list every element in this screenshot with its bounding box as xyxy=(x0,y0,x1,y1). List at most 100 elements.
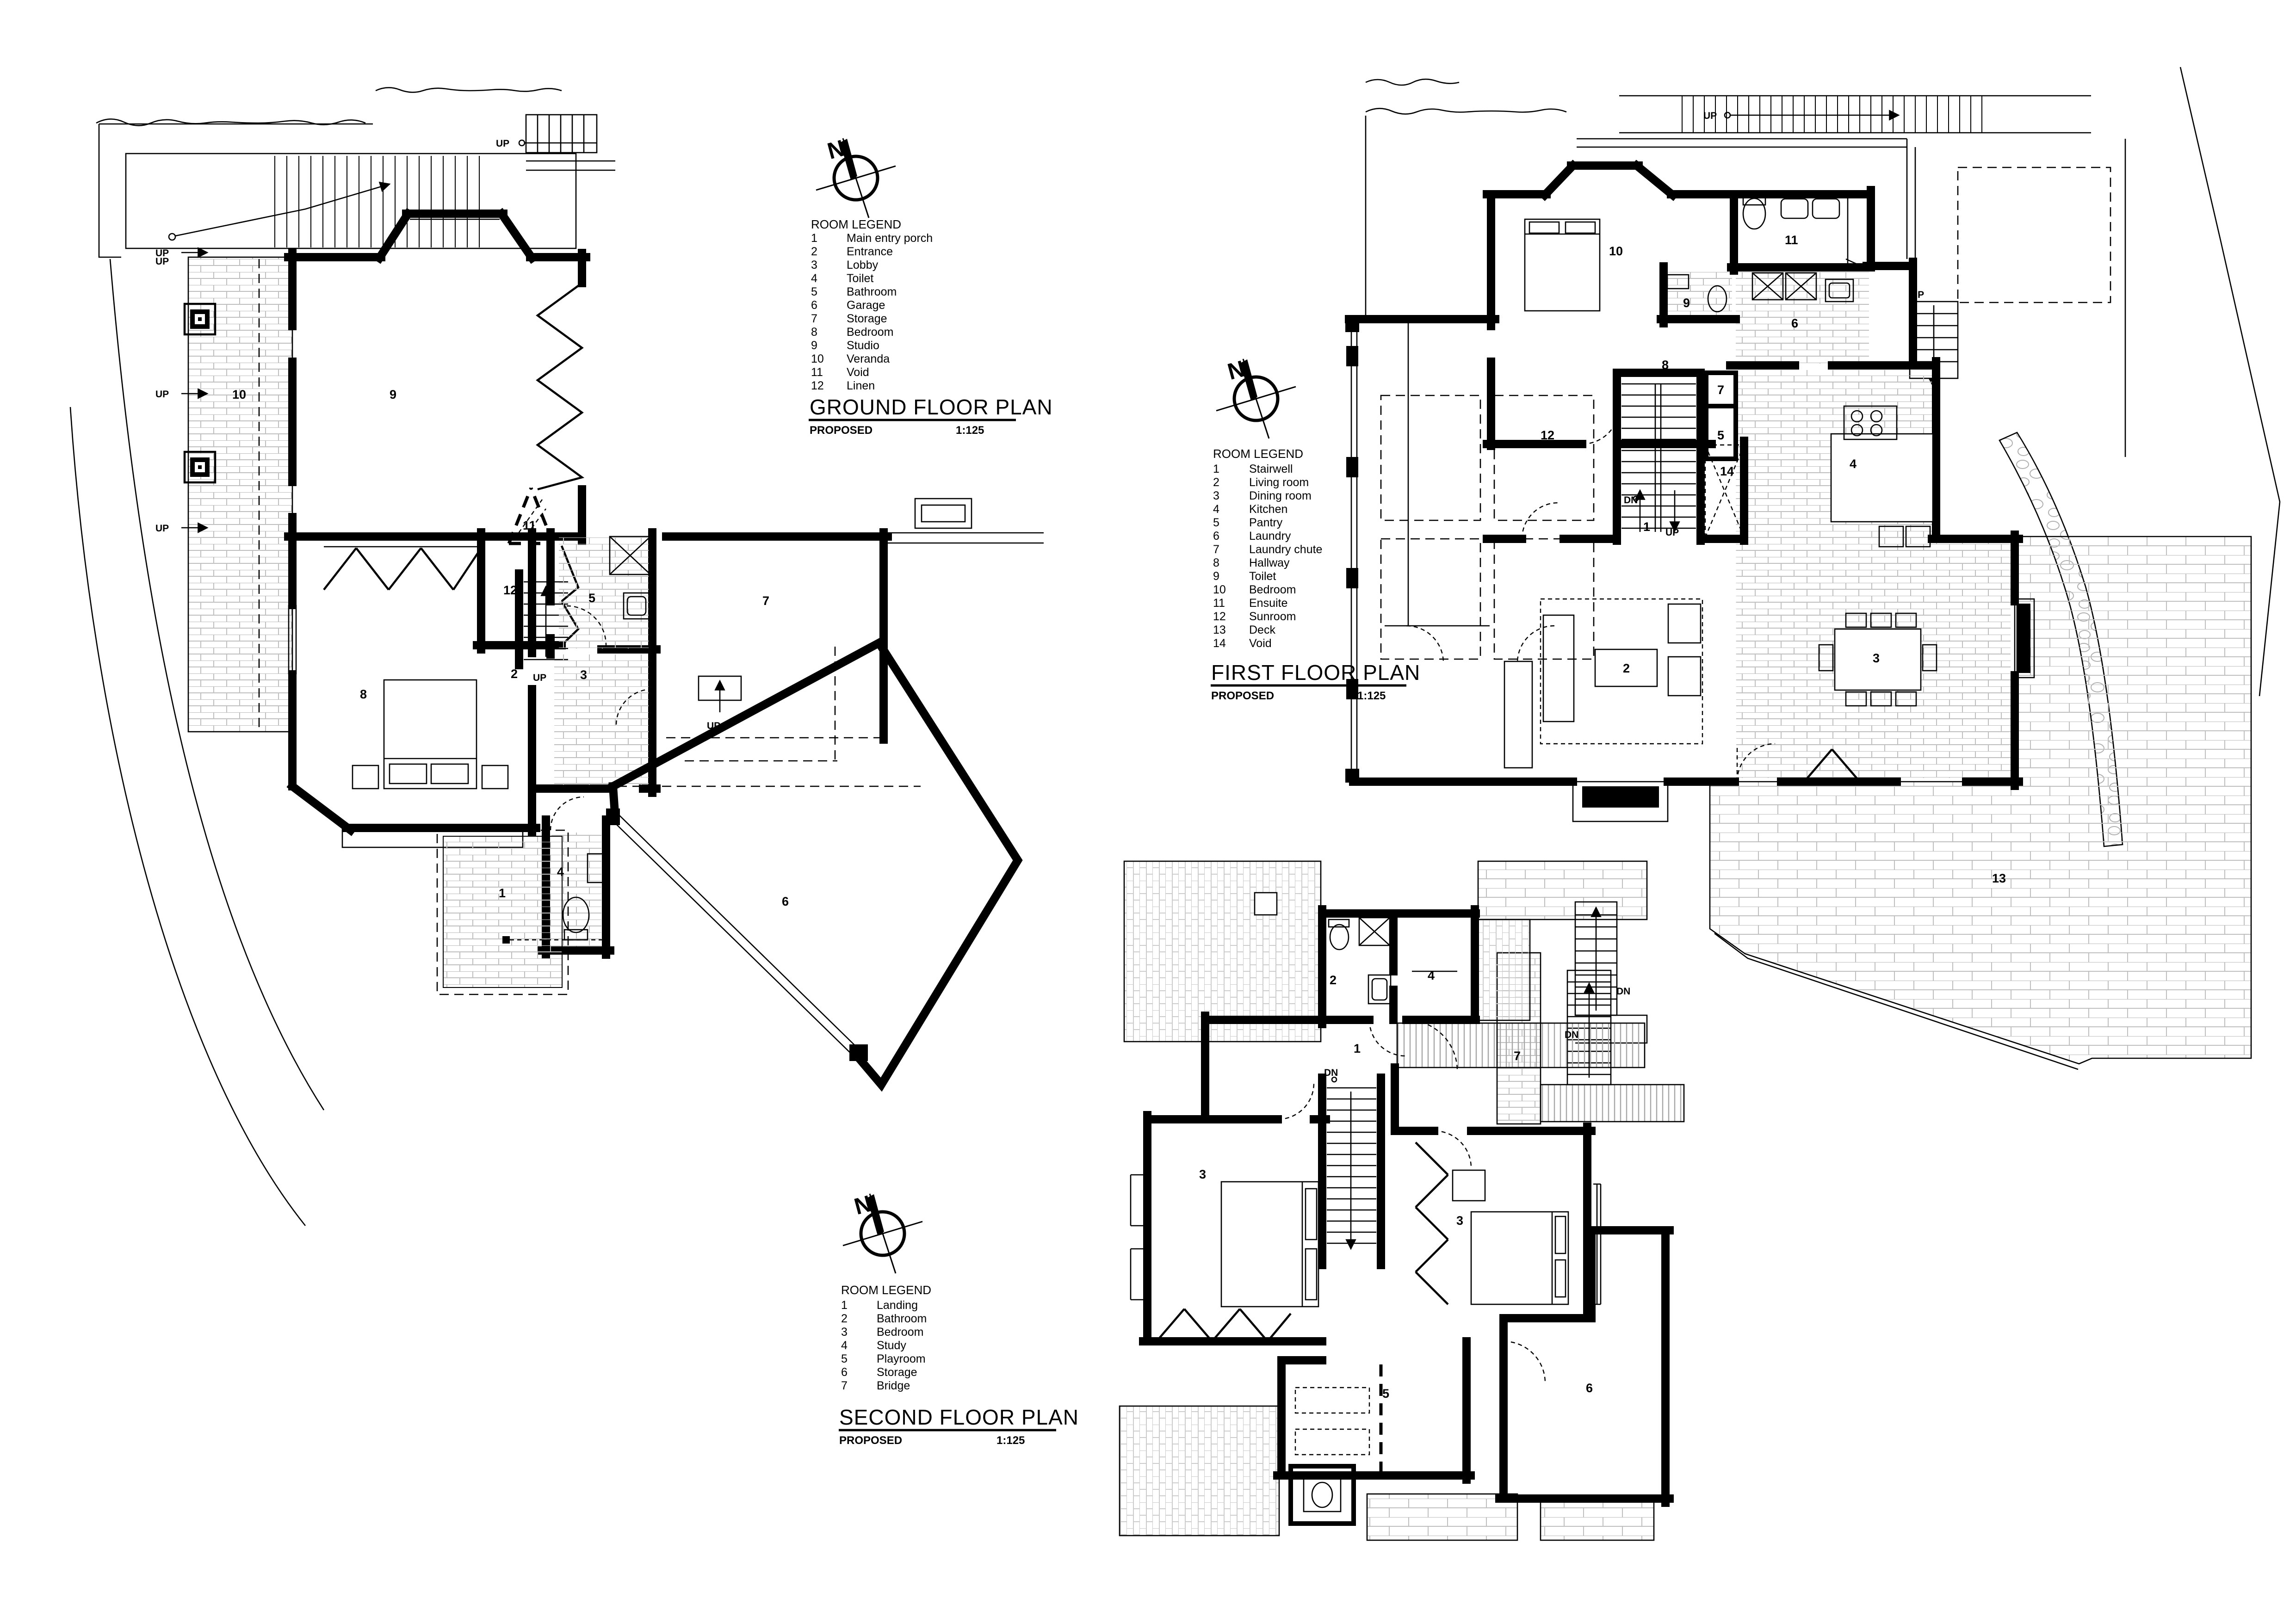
svg-text:10: 10 xyxy=(1213,583,1226,596)
svg-text:Void: Void xyxy=(847,366,869,379)
toilet-tiles xyxy=(1665,272,1732,317)
room-number-chute: 7 xyxy=(1717,383,1724,397)
bed xyxy=(1220,1181,1319,1308)
bed xyxy=(352,679,509,790)
toilet-fixtures xyxy=(1666,274,1727,313)
room-number-living: 2 xyxy=(1623,661,1630,675)
svg-text:2: 2 xyxy=(841,1312,848,1325)
legend-title: ROOM LEGEND xyxy=(811,217,901,231)
svg-text:7: 7 xyxy=(1213,543,1219,556)
room-number-bedroom-left: 3 xyxy=(1199,1167,1206,1181)
room-number-entrance: 2 xyxy=(511,667,518,681)
svg-text:Veranda: Veranda xyxy=(847,352,890,365)
up-label: UP xyxy=(533,673,546,683)
svg-text:1: 1 xyxy=(1213,463,1219,475)
plan-title: FIRST FLOOR PLAN xyxy=(1211,660,1420,685)
room-number-stairwell: 1 xyxy=(1643,520,1650,534)
up-label: UP xyxy=(1665,527,1679,538)
room-number-void: 14 xyxy=(1720,464,1734,478)
svg-text:7: 7 xyxy=(811,312,817,325)
svg-text:12: 12 xyxy=(811,379,824,392)
svg-text:4: 4 xyxy=(841,1339,848,1352)
room-number-pantry: 5 xyxy=(1717,428,1724,442)
plan-status: PROPOSED xyxy=(810,424,873,437)
svg-text:UP: UP xyxy=(155,389,169,400)
room-number-laundry: 6 xyxy=(1791,316,1798,330)
room-number-kitchen: 4 xyxy=(1850,457,1857,471)
svg-text:10: 10 xyxy=(811,352,824,365)
svg-text:Living room: Living room xyxy=(1249,476,1309,489)
room-number-ensuite: 11 xyxy=(1785,233,1798,247)
svg-text:Bathroom: Bathroom xyxy=(877,1312,927,1325)
second-walls xyxy=(1130,905,1674,1526)
svg-text:Entrance: Entrance xyxy=(847,245,893,258)
first-walls: DN xyxy=(1345,160,2035,1125)
north-arrow: N xyxy=(816,135,896,218)
deck xyxy=(1709,536,2252,1070)
svg-text:Garage: Garage xyxy=(847,299,885,312)
svg-text:12: 12 xyxy=(1213,610,1226,623)
room-number-bridge: 7 xyxy=(1514,1049,1521,1063)
room-number-linen: 12 xyxy=(503,583,517,597)
bathroom-fixtures xyxy=(1328,917,1392,1005)
legend-title: ROOM LEGEND xyxy=(841,1283,931,1297)
svg-text:8: 8 xyxy=(811,326,817,339)
bridge: DN xyxy=(1396,1022,1646,1068)
ground-floor-plan: UP UP UP UP UP xyxy=(69,87,1052,1226)
svg-text:Lobby: Lobby xyxy=(847,259,879,272)
room-number-void: 11 xyxy=(523,518,536,532)
svg-text:6: 6 xyxy=(1213,530,1219,543)
site-stair-treads xyxy=(274,156,480,247)
room-number-landing: 1 xyxy=(1354,1042,1361,1055)
laundry-fixtures xyxy=(1751,272,1854,302)
svg-text:2: 2 xyxy=(1213,476,1219,489)
svg-text:Ensuite: Ensuite xyxy=(1249,597,1287,610)
down-label: DN xyxy=(1565,1030,1578,1040)
room-number-playroom: 5 xyxy=(1382,1387,1389,1401)
second-roof-areas xyxy=(1119,860,1655,1541)
svg-text:2: 2 xyxy=(811,245,817,258)
room-number-porch: 1 xyxy=(499,886,506,900)
up-label: UP xyxy=(155,256,169,267)
svg-text:7: 7 xyxy=(841,1379,848,1392)
svg-text:Storage: Storage xyxy=(877,1366,917,1379)
down-label: DN xyxy=(1624,495,1638,506)
svg-text:3: 3 xyxy=(841,1326,848,1339)
plan-title: SECOND FLOOR PLAN xyxy=(839,1405,1079,1429)
svg-text:Laundry: Laundry xyxy=(1249,530,1291,543)
svg-text:Stairwell: Stairwell xyxy=(1249,463,1293,475)
shower xyxy=(609,536,651,575)
plan-scale: 1:125 xyxy=(1357,690,1386,702)
svg-text:Void: Void xyxy=(1249,637,1272,650)
sink xyxy=(623,592,650,620)
svg-text:1: 1 xyxy=(811,232,817,245)
north-arrow: N xyxy=(843,1191,922,1273)
svg-text:Bedroom: Bedroom xyxy=(877,1326,923,1339)
ground-site-lines: UP UP xyxy=(69,87,615,1226)
svg-text:11: 11 xyxy=(811,366,823,379)
room-number-toilet: 4 xyxy=(557,865,564,879)
first-floor-plan: UP UP xyxy=(1211,67,2281,1125)
svg-text:Study: Study xyxy=(877,1339,906,1352)
plan-status: PROPOSED xyxy=(839,1434,902,1447)
svg-text:Dining room: Dining room xyxy=(1249,489,1312,502)
svg-text:8: 8 xyxy=(1213,556,1219,569)
svg-text:13: 13 xyxy=(1213,623,1226,636)
svg-text:Playroom: Playroom xyxy=(877,1352,926,1365)
svg-text:Linen: Linen xyxy=(847,379,875,392)
svg-text:Bathroom: Bathroom xyxy=(847,285,897,298)
room-number-dining: 3 xyxy=(1873,651,1880,665)
svg-text:1: 1 xyxy=(841,1299,848,1312)
veranda-column xyxy=(183,302,217,336)
ground-title-block: GROUND FLOOR PLAN PROPOSED 1:125 xyxy=(809,395,1052,437)
svg-text:9: 9 xyxy=(811,339,817,352)
svg-text:4: 4 xyxy=(811,272,817,285)
svg-text:5: 5 xyxy=(1213,516,1219,529)
room-number-study: 4 xyxy=(1428,969,1435,982)
site-stair-treads xyxy=(1682,96,1982,133)
first-room-numbers: 10 11 9 8 6 7 5 12 14 1 DN UP 4 2 3 13 xyxy=(1541,233,2006,885)
svg-text:Laundry chute: Laundry chute xyxy=(1249,543,1322,556)
